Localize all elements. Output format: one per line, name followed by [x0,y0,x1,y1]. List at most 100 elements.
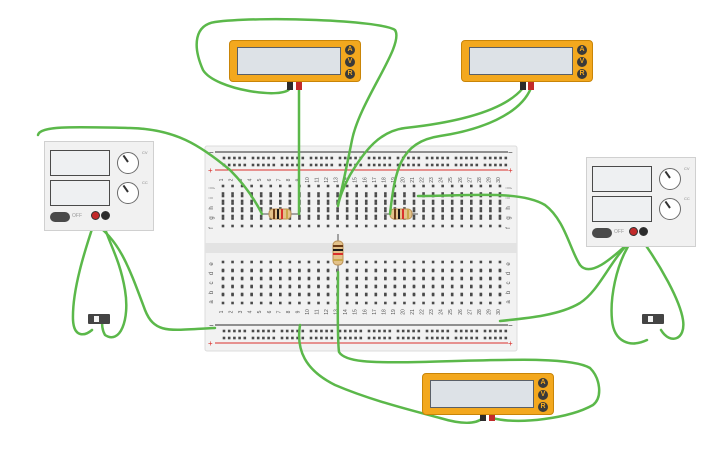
breadboard-hole[interactable] [489,199,492,203]
breadboard-hole[interactable] [504,156,508,160]
breadboard-hole[interactable] [330,163,334,167]
breadboard-hole[interactable] [431,269,435,273]
breadboard-hole[interactable] [441,336,444,340]
breadboard-hole[interactable] [393,277,397,281]
power-supply-left[interactable]: CV CC OFF [44,141,154,231]
breadboard-hole[interactable] [396,156,400,160]
breadboard-hole[interactable] [460,199,464,203]
breadboard-hole[interactable] [431,202,435,205]
breadboard-hole[interactable] [233,163,236,167]
breadboard-hole[interactable] [279,277,282,281]
breadboard-hole[interactable] [470,301,473,305]
breadboard-hole[interactable] [407,329,410,333]
breadboard-hole[interactable] [383,156,386,160]
breadboard-hole[interactable] [470,192,473,195]
breadboard-hole[interactable] [336,207,339,210]
breadboard-hole[interactable] [243,329,247,333]
breadboard-hole[interactable] [291,329,294,333]
breadboard-hole[interactable] [388,336,392,340]
breadboard-hole[interactable] [355,192,358,195]
breadboard-hole[interactable] [336,214,339,218]
breadboard-hole[interactable] [326,184,330,188]
power-supply-right[interactable]: CV CC OFF [586,157,696,247]
breadboard-hole[interactable] [250,277,253,281]
resistor-left[interactable] [262,208,298,220]
breadboard-hole[interactable] [470,285,473,289]
breadboard-hole[interactable] [470,202,473,205]
breadboard-hole[interactable] [498,301,502,305]
breadboard-hole[interactable] [336,194,339,198]
breadboard-hole[interactable] [240,301,244,305]
breadboard-hole[interactable] [489,224,492,228]
breadboard-hole[interactable] [343,329,347,333]
breadboard-hole[interactable] [250,209,253,213]
breadboard-hole[interactable] [388,329,392,333]
breadboard-hole[interactable] [309,156,313,160]
breadboard-hole[interactable] [446,163,450,167]
breadboard-hole[interactable] [298,277,301,281]
breadboard-hole[interactable] [460,301,464,305]
breadboard-hole[interactable] [465,156,468,160]
switch-toggle[interactable] [648,316,653,322]
breadboard-hole[interactable] [240,184,244,188]
breadboard-hole[interactable] [412,156,415,160]
breadboard-hole[interactable] [504,163,508,167]
breadboard-hole[interactable] [325,156,328,160]
breadboard-hole[interactable] [243,336,247,340]
breadboard-hole[interactable] [259,217,263,220]
breadboard-hole[interactable] [345,277,349,281]
terminal-negative[interactable] [639,227,648,236]
breadboard-hole[interactable] [401,329,405,333]
breadboard-hole[interactable] [285,329,289,333]
current-knob[interactable] [659,198,681,220]
breadboard-hole[interactable] [231,224,234,228]
breadboard-hole[interactable] [307,209,311,213]
multimeter-top-left[interactable]: A V R [229,40,361,82]
breadboard-hole[interactable] [372,329,376,333]
breadboard-hole[interactable] [499,156,502,160]
breadboard-hole[interactable] [396,163,400,167]
breadboard-hole[interactable] [345,194,349,198]
breadboard-hole[interactable] [314,156,318,160]
breadboard-hole[interactable] [326,194,330,198]
breadboard-hole[interactable] [384,301,387,305]
mode-amps-button[interactable]: A [577,45,587,55]
breadboard-hole[interactable] [374,192,378,195]
breadboard-hole[interactable] [498,277,502,281]
breadboard-hole[interactable] [330,329,334,333]
breadboard-hole[interactable] [441,209,444,213]
breadboard-hole[interactable] [378,156,381,160]
multimeter-top-right[interactable]: A V R [461,40,593,82]
breadboard-hole[interactable] [441,224,444,228]
breadboard-hole[interactable] [479,207,483,210]
breadboard-hole[interactable] [422,192,425,195]
breadboard-hole[interactable] [269,194,273,198]
breadboard-hole[interactable] [279,194,282,198]
breadboard-hole[interactable] [417,336,421,340]
wire-meter-top-right-red[interactable] [388,86,533,216]
breadboard-hole[interactable] [240,277,244,281]
breadboard-hole[interactable] [231,285,234,289]
breadboard-hole[interactable] [317,293,320,297]
breadboard-hole[interactable] [441,163,444,167]
breadboard-hole[interactable] [450,277,454,281]
breadboard-hole[interactable] [364,209,368,213]
breadboard-hole[interactable] [488,163,492,167]
breadboard-hole[interactable] [269,260,273,264]
breadboard-hole[interactable] [301,163,305,167]
breadboard-hole[interactable] [330,336,334,340]
breadboard-hole[interactable] [250,214,253,218]
breadboard-hole[interactable] [494,329,497,333]
breadboard-hole[interactable] [269,202,273,205]
breadboard-hole[interactable] [403,192,406,195]
breadboard-hole[interactable] [364,207,368,210]
breadboard-hole[interactable] [489,217,492,220]
breadboard-hole[interactable] [425,156,429,160]
breadboard-hole[interactable] [460,277,464,281]
breadboard-hole[interactable] [336,224,339,228]
breadboard-hole[interactable] [221,199,225,203]
breadboard-hole[interactable] [298,217,301,220]
breadboard-hole[interactable] [403,293,406,297]
breadboard-hole[interactable] [307,269,311,273]
resistor-center[interactable] [332,234,344,272]
